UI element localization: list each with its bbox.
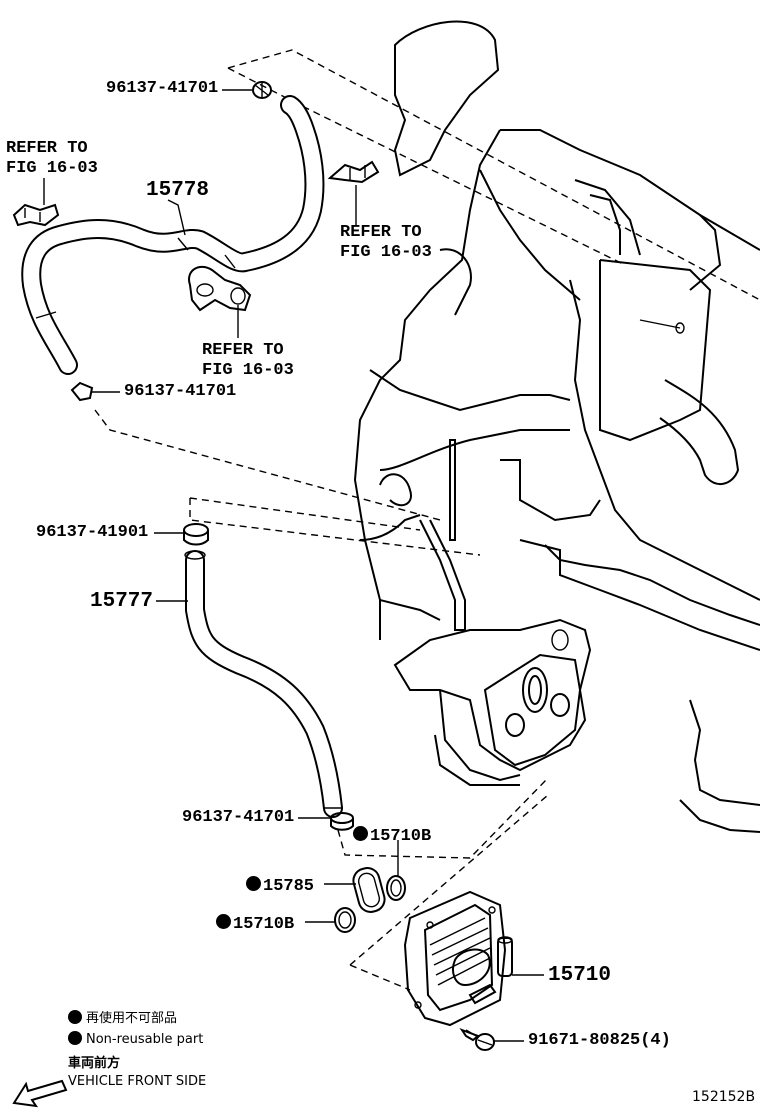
bolt-91671 — [459, 1027, 495, 1051]
part-label-15710b-lower: 15710B — [216, 914, 294, 933]
refer-to-label-center: REFER TO FIG 16-03 — [202, 341, 294, 380]
part-label-91671-80825: 91671-80825(4) — [528, 1031, 671, 1050]
refer-to-label-left: REFER TO FIG 16-03 — [6, 139, 98, 178]
label-leaders — [43, 89, 544, 1042]
part-label-15778: 15778 — [146, 179, 210, 202]
engine-block — [353, 20, 760, 833]
brackets — [12, 160, 380, 312]
figure-code: 152152B — [692, 1089, 756, 1105]
part-label-96137-41701-bottom: 96137-41701 — [182, 808, 295, 827]
non-reusable-dot-icon — [246, 876, 261, 891]
legend-jp: 再使用不可部品 — [68, 1010, 177, 1025]
non-reusable-dot-icon — [68, 1010, 82, 1024]
part-label-15710b-upper: 15710B — [353, 826, 431, 845]
front-side-en: VEHICLE FRONT SIDE — [68, 1074, 207, 1089]
dashed-leaders — [94, 49, 760, 991]
clamps — [70, 81, 354, 831]
legend-en: Non-reusable part — [68, 1031, 203, 1046]
hose-15778 — [21, 95, 325, 375]
seals — [334, 867, 406, 933]
non-reusable-dot-icon — [68, 1031, 82, 1045]
part-label-15710: 15710 — [548, 964, 612, 987]
refer-to-label-right: REFER TO FIG 16-03 — [340, 223, 432, 262]
part-label-96137-41901: 96137-41901 — [36, 523, 149, 542]
non-reusable-dot-icon — [353, 826, 368, 841]
front-arrow-icon — [12, 1079, 68, 1108]
part-label-15777: 15777 — [90, 590, 154, 613]
part-label-96137-41701-top: 96137-41701 — [106, 79, 219, 98]
part-label-96137-41701-mid: 96137-41701 — [124, 382, 237, 401]
oil-cooler-15710 — [403, 890, 513, 1027]
part-label-15785: 15785 — [246, 876, 314, 895]
hose-15777 — [184, 550, 343, 818]
front-side-jp: 車両前方 — [68, 1056, 121, 1071]
non-reusable-dot-icon — [216, 914, 231, 929]
